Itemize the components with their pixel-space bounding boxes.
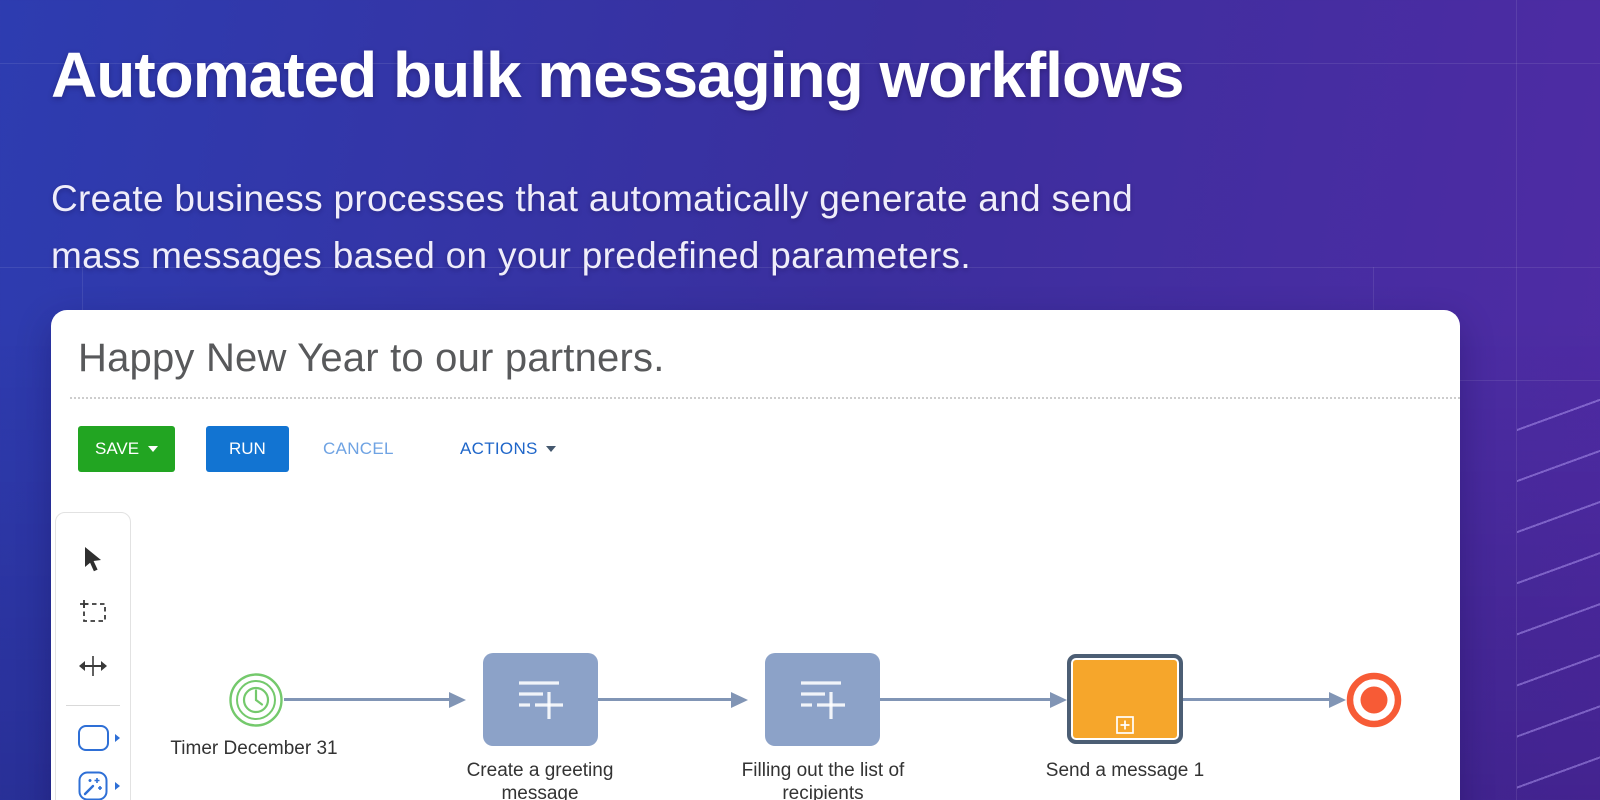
arrowhead-icon — [1050, 692, 1067, 708]
bg-grid-line — [1460, 380, 1600, 381]
actions-button-label: ACTIONS — [460, 439, 538, 458]
workflow-node-send-message[interactable] — [1067, 654, 1183, 744]
workflow-node-task-recipients[interactable] — [765, 653, 880, 746]
move-tool[interactable] — [56, 655, 130, 677]
timer-clock-icon — [229, 673, 283, 727]
marquee-select-tool[interactable] — [56, 599, 130, 625]
node-label: Create a greeting message — [466, 760, 614, 800]
move-horizontal-icon — [79, 656, 107, 676]
title-separator — [70, 397, 1460, 399]
sequence-flow — [880, 698, 1050, 701]
cancel-button[interactable]: CANCEL — [323, 426, 394, 472]
designer-tool-palette — [55, 512, 131, 800]
magic-wand-icon — [78, 771, 108, 800]
task-shape-icon — [77, 725, 109, 751]
chevron-down-icon — [545, 446, 556, 452]
save-button[interactable]: SAVE — [78, 426, 176, 472]
pointer-icon — [85, 547, 101, 572]
arrowhead-icon — [1329, 692, 1346, 708]
flyout-caret-icon — [115, 734, 120, 742]
bg-diagonal-hatch — [1517, 380, 1600, 800]
page-title: Automated bulk messaging workflows — [51, 39, 1184, 111]
bg-grid-line — [0, 267, 1600, 268]
workflow-editor-card: Happy New Year to our partners. SAVE RUN… — [51, 310, 1460, 800]
save-button-label: SAVE — [95, 439, 140, 458]
expand-subprocess-icon[interactable] — [1116, 716, 1134, 734]
marquee-select-icon — [80, 600, 106, 622]
bg-grid-line — [0, 63, 1600, 64]
workflow-node-end-event[interactable] — [1346, 672, 1402, 733]
node-label: Filling out the list of recipients — [741, 760, 905, 800]
workflow-node-task-create-message[interactable] — [483, 653, 598, 746]
editor-toolbar: SAVE RUN CANCEL ACTIONS — [51, 426, 1460, 472]
cancel-button-label: CANCEL — [323, 439, 394, 458]
task-shape-tool[interactable] — [56, 725, 130, 751]
node-label: Timer December 31 — [170, 738, 338, 759]
chevron-down-icon — [148, 446, 159, 452]
arrowhead-icon — [731, 692, 748, 708]
workflow-node-timer-start[interactable] — [228, 672, 284, 733]
add-document-icon — [800, 680, 845, 719]
sequence-flow — [1183, 698, 1329, 701]
add-document-icon — [518, 680, 563, 719]
page-subtitle: Create business processes that automatic… — [51, 170, 1183, 284]
run-button[interactable]: RUN — [206, 426, 289, 472]
hero-section: Automated bulk messaging workflows Creat… — [51, 38, 1184, 284]
run-button-label: RUN — [229, 439, 266, 458]
sequence-flow — [284, 698, 449, 701]
node-label: Send a message 1 — [1045, 760, 1205, 781]
palette-divider — [66, 705, 120, 706]
actions-menu-button[interactable]: ACTIONS — [460, 426, 556, 472]
subtitle-line-2: mass messages based on your predefined p… — [51, 235, 971, 276]
bg-grid-line — [1516, 0, 1517, 800]
flyout-caret-icon — [115, 782, 120, 790]
end-event-icon — [1346, 672, 1402, 728]
subtitle-line-1: Create business processes that automatic… — [51, 178, 1133, 219]
arrowhead-icon — [449, 692, 466, 708]
sequence-flow — [598, 698, 731, 701]
subprocess-fill — [1073, 660, 1177, 738]
workflow-title: Happy New Year to our partners. — [78, 336, 665, 380]
pointer-tool[interactable] — [56, 546, 130, 572]
